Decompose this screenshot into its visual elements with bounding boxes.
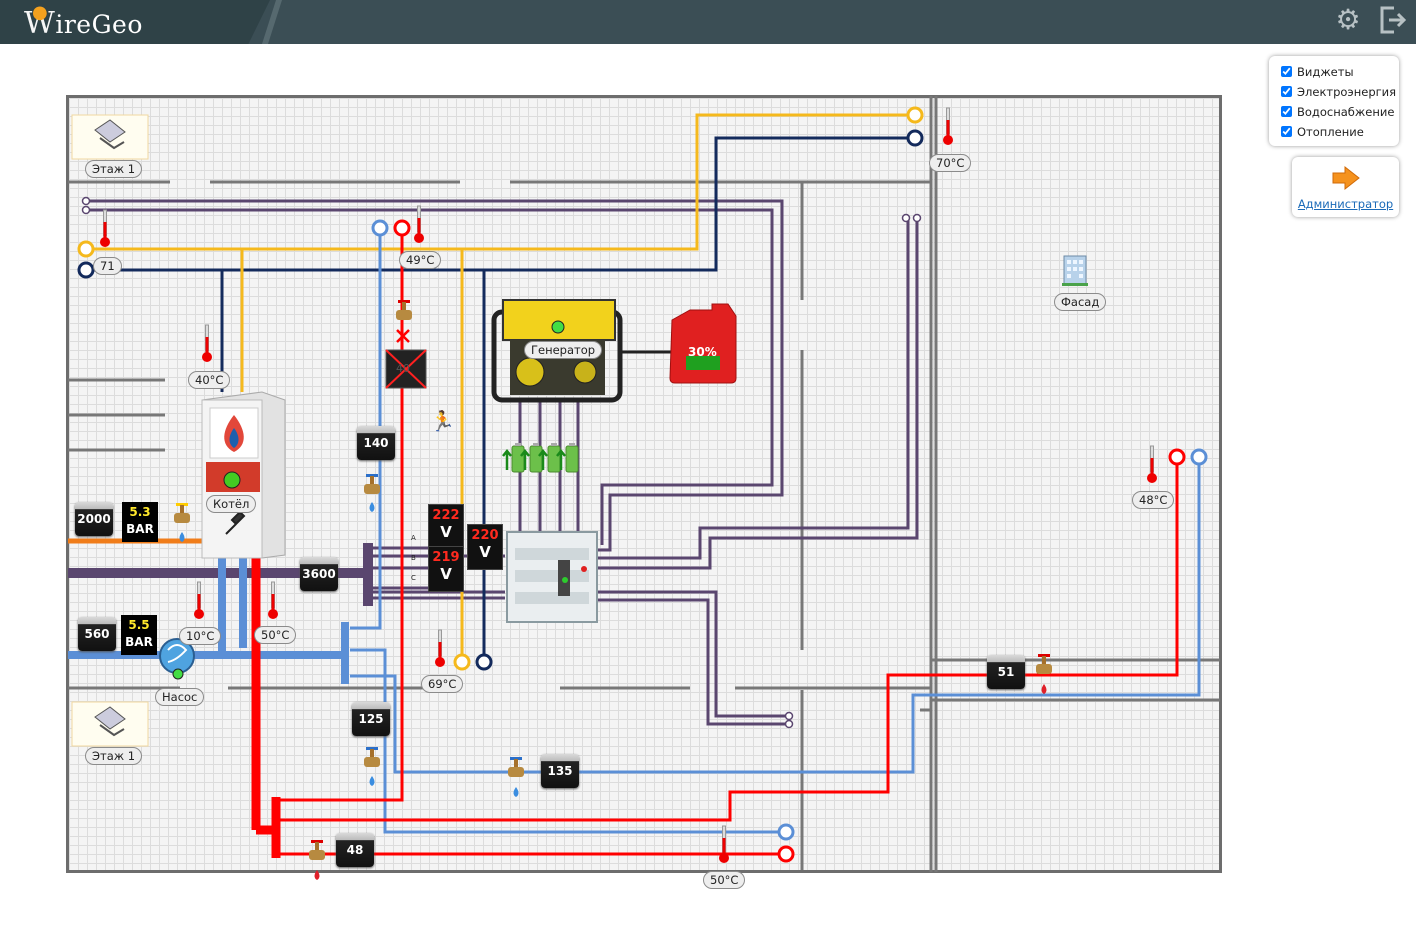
water-meter[interactable]: 135 [541,754,579,788]
valve-icons [174,300,1052,860]
walls [68,96,1220,872]
layer-checkbox[interactable] [1281,66,1292,77]
thermometer-icon[interactable] [202,324,212,362]
valve-icon[interactable] [364,474,380,494]
temp-label[interactable]: 69°C [421,675,464,693]
temp-label[interactable]: 70°C [929,154,972,172]
top-bar: ●WireGeo ⚙ [0,0,1416,44]
electrical-panel-icon[interactable] [506,531,598,623]
water-meter[interactable]: 125 [352,702,390,736]
electric-lines [68,199,919,726]
arrow-right-icon [1332,165,1360,191]
battery-icons [502,443,579,473]
temp-label[interactable]: 40°C [188,371,231,389]
floor-icon[interactable] [71,114,149,160]
layer-widgets[interactable]: Виджеты [1281,65,1354,79]
thermometer-icon[interactable] [435,629,445,667]
valve-icon[interactable] [174,503,190,523]
layer-electricity[interactable]: Электроэнергия [1281,85,1396,99]
layer-checkbox[interactable] [1281,86,1292,97]
boiler-icon[interactable] [201,391,286,559]
running-man-icon[interactable]: 🏃 [430,409,455,433]
valve-icon[interactable] [508,757,524,777]
temp-label[interactable]: 71 [93,257,122,275]
thermometer-icon[interactable] [719,825,729,863]
thermometer-icon[interactable] [1147,445,1157,483]
wiregeo-logo[interactable]: ●WireGeo [24,2,143,41]
floor-label-top[interactable]: Этаж 1 [85,160,143,178]
pump-label[interactable]: Насос [155,688,205,706]
hot-drop-icon [1041,684,1047,694]
temp-label[interactable]: 48°C [1132,491,1175,509]
thermometer-icon[interactable] [414,205,424,243]
hot-water-meter[interactable]: 48 [336,833,374,867]
logout-icon[interactable] [1377,5,1407,35]
water-meter[interactable]: 560 [78,617,116,651]
droplet-icons [179,502,1047,880]
thermometer-icon[interactable] [100,209,110,247]
hot-drop-icon [314,870,320,880]
generator-label[interactable]: Генератор [524,341,603,359]
water-meter[interactable]: 140 [357,426,395,460]
temp-label[interactable]: 10°C [179,627,222,645]
layer-water[interactable]: Водоснабжение [1281,105,1394,119]
temp-label[interactable]: 49°C [399,251,442,269]
fuel-level-value: 30% [688,345,717,359]
layer-checkbox[interactable] [1281,106,1292,117]
boiler-label[interactable]: Котёл [206,495,257,513]
cold-water-lines [68,236,1201,834]
gear-icon[interactable]: ⚙ [1335,3,1361,36]
admin-link[interactable]: Администратор [1297,197,1394,211]
valve-icon[interactable] [396,300,412,320]
layers-panel: Виджеты Электроэнергия Водоснабжение Ото… [1269,56,1399,146]
temp-label[interactable]: 50°C [703,871,746,889]
valve-icon[interactable] [364,747,380,767]
fuel-canister-icon[interactable] [669,303,737,384]
water-drop-icon [513,787,519,797]
layer-checkbox[interactable] [1281,126,1292,137]
pipe-ends [77,106,1208,863]
phase-label-c: C [411,574,416,582]
logo-dot-icon: ● [32,2,49,23]
thermometer-icon[interactable] [943,107,953,145]
water-drop-icon [179,532,185,542]
blocked-meter-icon[interactable] [385,349,427,389]
facade-label[interactable]: Фасад [1054,293,1107,311]
electric-ends [81,196,922,729]
layer-heating[interactable]: Отопление [1281,125,1364,139]
water-drop-icon [369,776,375,786]
thermometer-icon[interactable] [268,581,278,619]
logo-background [0,0,270,44]
hot-water-lines [251,236,1179,858]
temp-label[interactable]: 50°C [254,626,297,644]
building-icon[interactable] [1062,255,1088,286]
hot-water-meter[interactable]: 51 [987,655,1025,689]
pump-icon[interactable] [159,638,195,680]
admin-button[interactable]: Администратор [1292,157,1399,217]
blocked-cross-icon [396,329,410,343]
phase-label-b: B [411,554,416,562]
floor-icon[interactable] [71,701,149,747]
water-drop-icon [369,502,375,512]
blocked-meter-value: 40 [396,362,410,375]
floor-label-bottom[interactable]: Этаж 1 [85,747,143,765]
phase-label-a: A [411,534,416,542]
thermometer-icon[interactable] [194,581,204,619]
electric-meter[interactable]: 3600 [300,557,338,591]
valve-icon[interactable] [309,840,325,860]
valve-icon[interactable] [1036,654,1052,674]
gas-meter[interactable]: 2000 [75,502,113,536]
thermometer-icons [100,107,1157,863]
